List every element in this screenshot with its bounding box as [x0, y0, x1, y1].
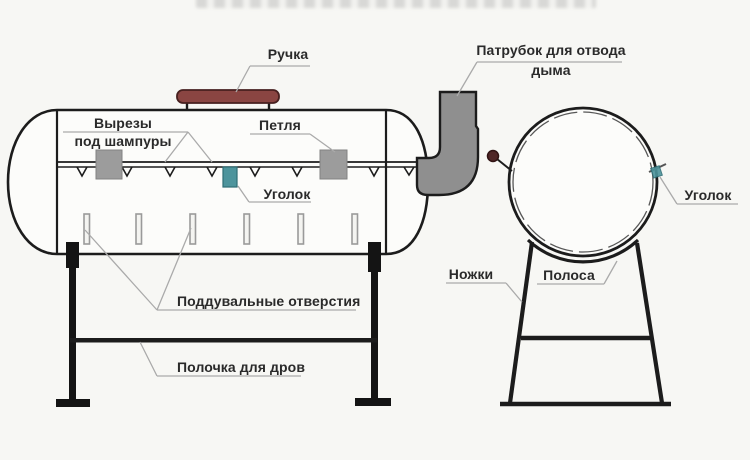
label-handle: Ручка — [267, 46, 309, 62]
label-legs: Ножки — [448, 266, 494, 282]
right-stand-leg-left — [507, 241, 535, 404]
label-smoke-outlet-line1: Патрубок для отвода — [476, 42, 626, 58]
label-hinge: Петля — [259, 117, 301, 133]
label-firewood-shelf: Полочка для дров — [177, 359, 306, 375]
left-stand-foot-left — [56, 399, 90, 407]
label-smoke-outlet-line2: дыма — [531, 62, 571, 78]
smoke-pipe-elbow — [415, 90, 480, 197]
hinge-block-right — [319, 149, 348, 180]
knob-stem — [496, 158, 513, 172]
vent-slot — [135, 213, 143, 245]
vent-slot — [297, 213, 305, 245]
handle-bar — [176, 89, 280, 104]
left-stand-clamp-right — [368, 242, 381, 272]
firewood-shelf-bar — [70, 338, 377, 343]
vent-slot — [83, 213, 91, 245]
watermark-smudge — [196, 0, 596, 8]
angle-bracket-right — [650, 165, 663, 179]
label-steel-strip: Полоса — [543, 267, 595, 283]
left-stand-leg-left — [69, 266, 76, 400]
support-strip — [526, 238, 640, 264]
barrel-end-seam — [512, 111, 654, 253]
angle-bracket-left — [222, 166, 238, 188]
label-angle-bracket-right: Уголок — [684, 187, 732, 203]
left-stand-foot-right — [355, 398, 391, 406]
left-stand-clamp-left — [66, 242, 79, 268]
left-stand-leg-right — [371, 270, 378, 400]
label-air-vents: Поддувальные отверстия — [177, 293, 361, 309]
hinge-block-left — [95, 149, 123, 180]
label-angle-bracket-left: Уголок — [263, 186, 311, 202]
barrel-end-circle — [507, 106, 659, 258]
right-stand-leg-right — [634, 242, 665, 404]
label-skewer-cutouts: Вырезы под шампуры — [62, 116, 184, 149]
label-skewer-cutouts-line1: Вырезы — [94, 115, 152, 131]
knob — [486, 149, 500, 163]
label-skewer-cutouts-line2: под шампуры — [74, 133, 172, 149]
label-smoke-outlet: Патрубок для отвода дыма — [471, 43, 631, 78]
vent-slot — [351, 213, 359, 245]
leader-lines — [63, 61, 738, 377]
vent-slot — [243, 213, 251, 245]
